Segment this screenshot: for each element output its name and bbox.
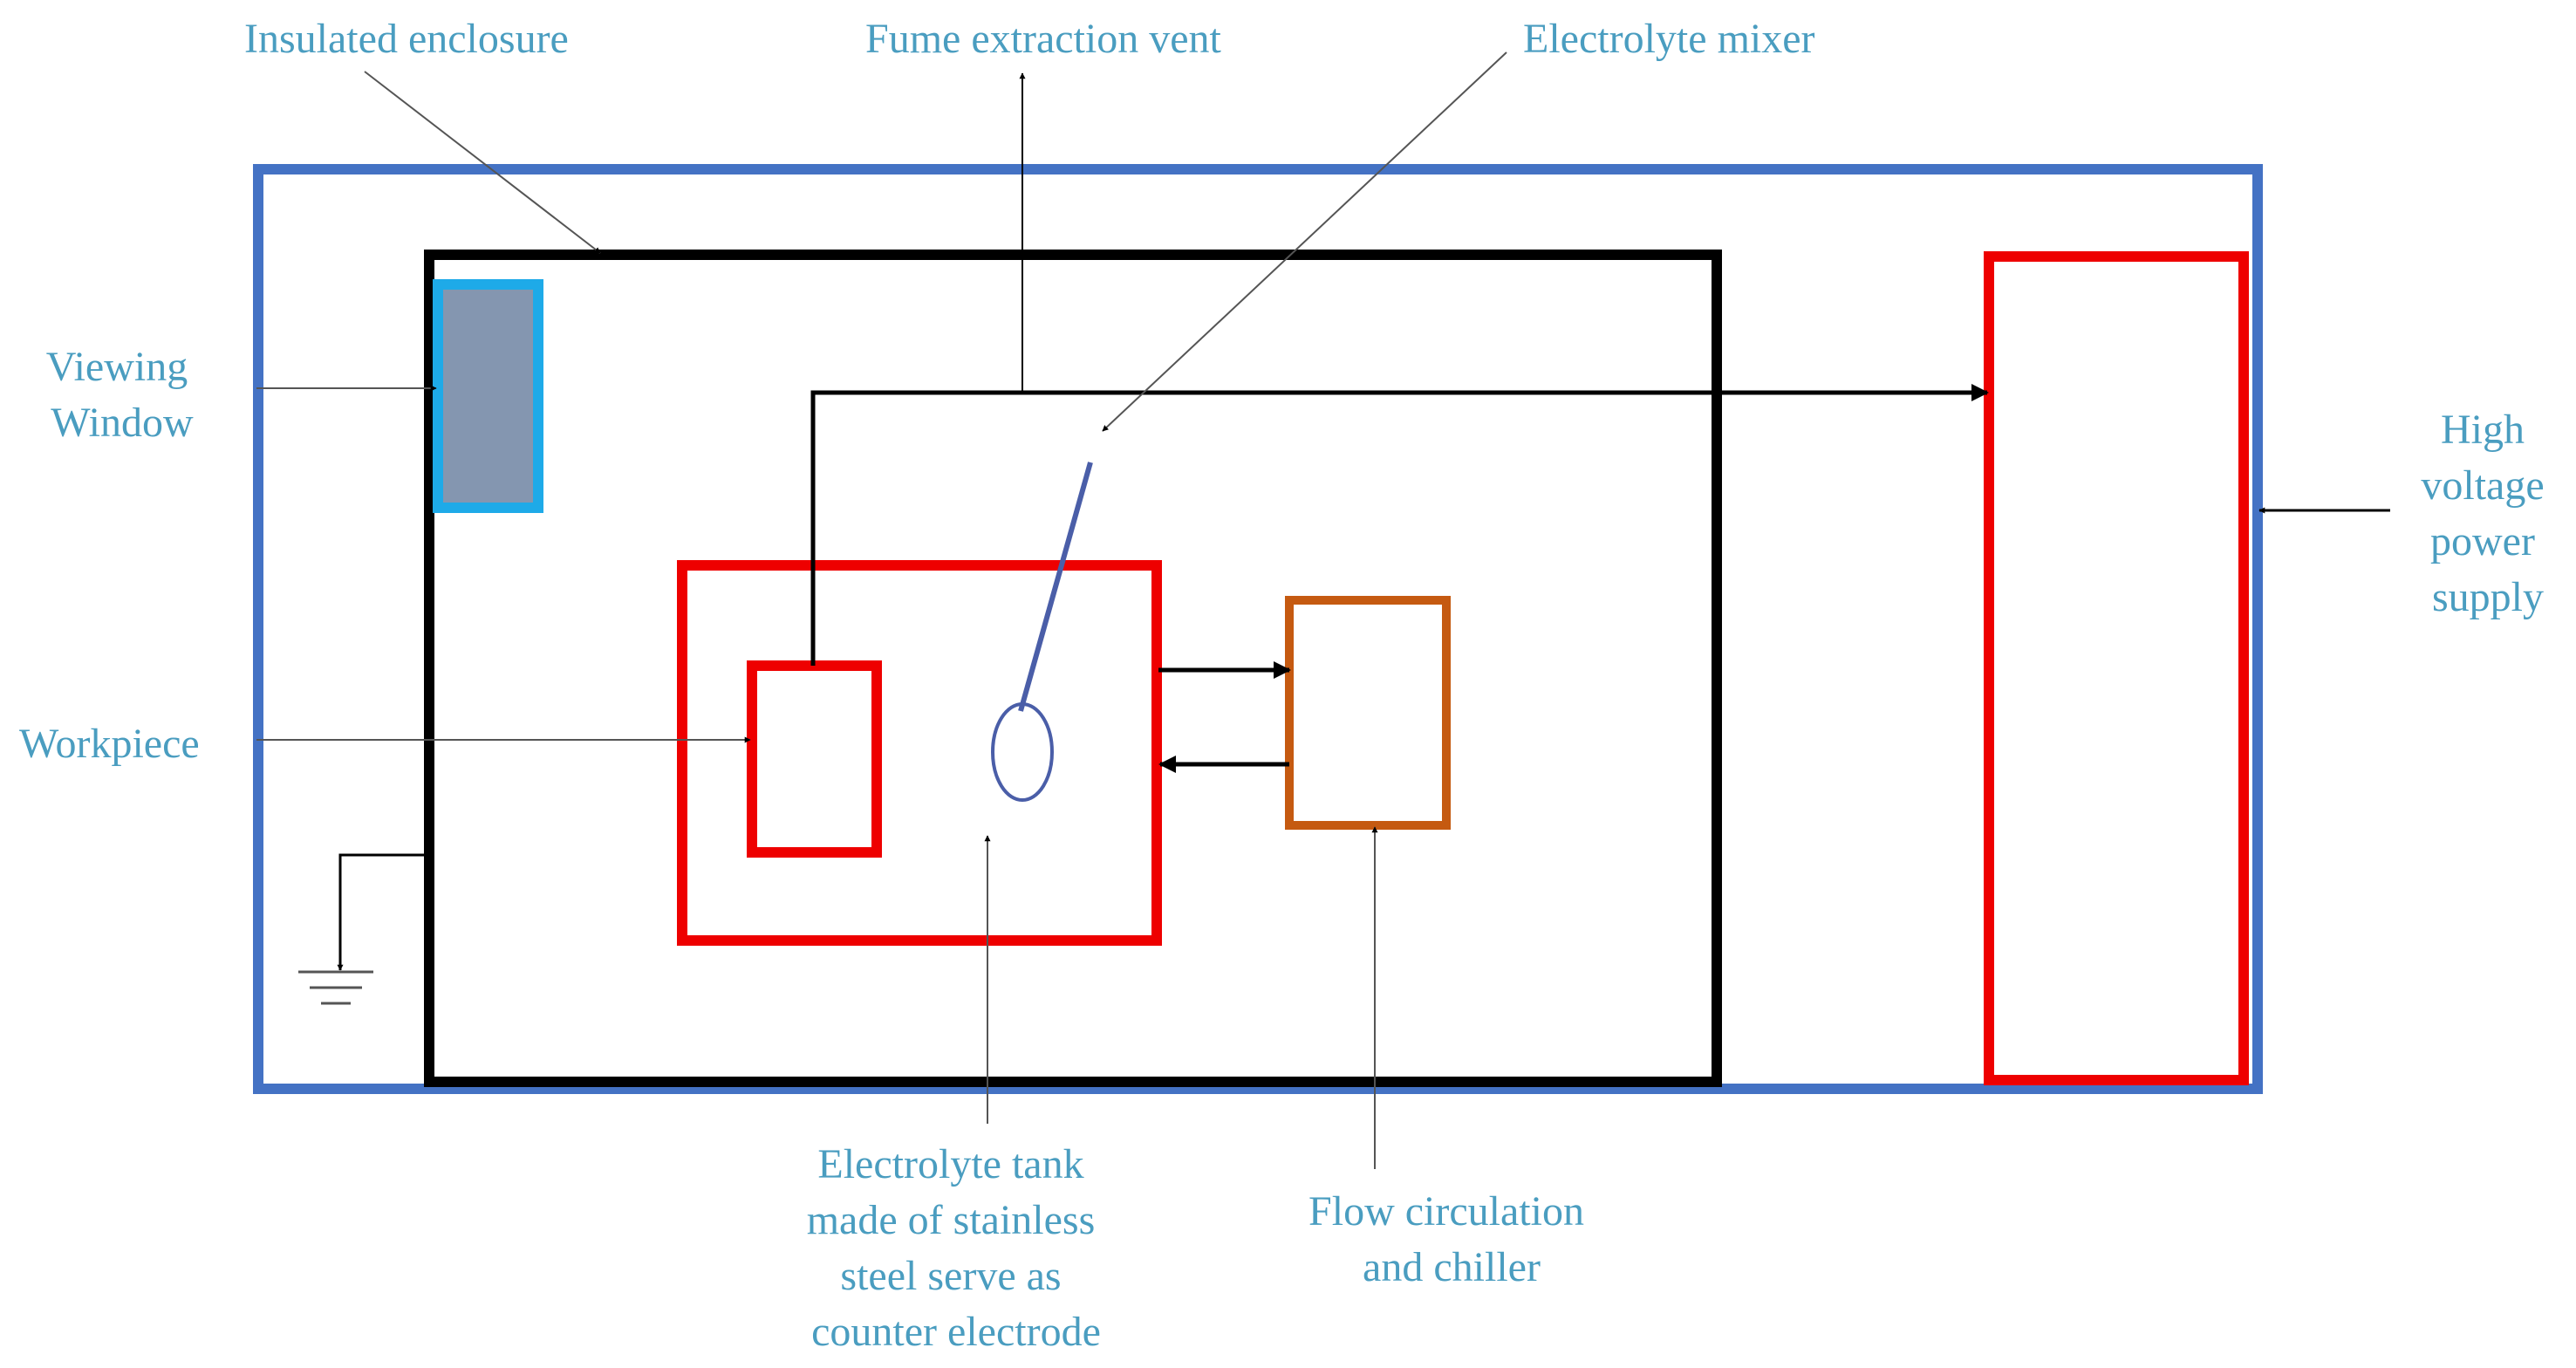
mixer-impeller-ellipse [991, 702, 1054, 802]
electrolyte-tank-box [677, 560, 1162, 946]
outer-system-box [253, 164, 2263, 1094]
label-viewing-window: Viewing Window [46, 344, 198, 446]
label-electrolyte-tank-line-3: steel serve as [840, 1253, 1061, 1299]
label-flow-circulation: Flow circulation and chiller [1308, 1188, 1595, 1290]
label-viewing-window-line-1: Viewing [46, 344, 188, 390]
label-insulated-enclosure: Insulated enclosure [244, 16, 569, 62]
pointer-electrolyte-mixer [1102, 51, 1507, 432]
label-high-voltage-line-1: High [2441, 407, 2525, 453]
label-workpiece: Workpiece [19, 721, 200, 767]
power-supply-box [1984, 251, 2249, 1085]
label-fume-vent: Fume extraction vent [865, 16, 1222, 62]
label-electrolyte-tank-line-1: Electrolyte tank [817, 1141, 1083, 1187]
chiller-box [1285, 596, 1451, 830]
workpiece-box [747, 660, 882, 858]
mixer-stirrer-rod [1018, 462, 1093, 712]
viewing-window [433, 279, 543, 513]
label-flow-circulation-line-1: Flow circulation [1308, 1188, 1584, 1235]
label-high-voltage-line-3: power [2430, 518, 2535, 564]
pointer-insulated-enclosure [364, 71, 601, 254]
label-high-voltage-line-2: voltage [2421, 462, 2544, 509]
label-electrolyte-tank: Electrolyte tank made of stainless steel… [807, 1141, 1106, 1355]
label-electrolyte-mixer: Electrolyte mixer [1523, 16, 1815, 62]
label-high-voltage-line-4: supply [2432, 574, 2544, 620]
insulated-enclosure-box [424, 250, 1722, 1087]
label-viewing-window-line-2: Window [51, 400, 194, 446]
ground-wire [337, 852, 434, 971]
label-high-voltage: High voltage power supply [2421, 407, 2554, 620]
electrical-wire [810, 384, 1989, 666]
label-electrolyte-tank-line-2: made of stainless [807, 1197, 1096, 1243]
label-flow-circulation-line-2: and chiller [1363, 1244, 1541, 1290]
label-electrolyte-tank-line-4: counter electrode [811, 1309, 1101, 1355]
